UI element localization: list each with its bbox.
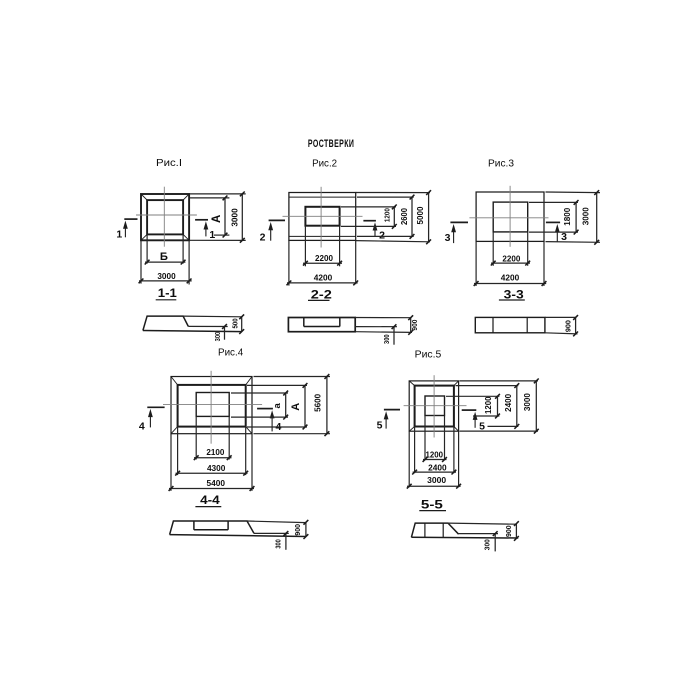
- svg-text:2: 2: [379, 230, 385, 242]
- svg-text:2: 2: [260, 231, 266, 243]
- svg-text:1800: 1800: [562, 207, 572, 225]
- svg-text:2-2: 2-2: [311, 288, 332, 302]
- svg-text:5-5: 5-5: [421, 497, 443, 511]
- svg-text:5400: 5400: [207, 478, 226, 488]
- svg-text:3000: 3000: [157, 271, 176, 281]
- svg-text:900: 900: [293, 524, 302, 536]
- svg-text:4300: 4300: [207, 463, 226, 473]
- svg-text:5000: 5000: [415, 206, 425, 224]
- svg-text:4-4: 4-4: [200, 493, 220, 507]
- svg-text:900: 900: [563, 320, 572, 332]
- svg-text:3: 3: [561, 231, 567, 243]
- svg-text:1: 1: [116, 228, 122, 240]
- svg-text:Рис.2: Рис.2: [312, 159, 337, 170]
- svg-text:3000: 3000: [522, 393, 532, 411]
- svg-text:300: 300: [382, 334, 391, 344]
- svg-text:5: 5: [377, 420, 383, 432]
- svg-text:4200: 4200: [501, 272, 520, 282]
- svg-text:А: А: [290, 403, 302, 411]
- svg-text:2100: 2100: [206, 447, 224, 457]
- svg-text:3: 3: [445, 232, 451, 244]
- svg-text:1: 1: [209, 229, 215, 241]
- svg-text:5: 5: [479, 420, 485, 432]
- svg-text:Рис.3: Рис.3: [488, 159, 514, 170]
- svg-text:Б: Б: [160, 251, 168, 263]
- svg-text:2200: 2200: [315, 253, 333, 263]
- svg-text:2600: 2600: [399, 208, 409, 225]
- svg-text:300: 300: [483, 539, 492, 550]
- svg-text:1200: 1200: [426, 450, 444, 460]
- svg-text:500: 500: [230, 318, 239, 328]
- svg-text:1-1: 1-1: [158, 286, 177, 300]
- svg-text:РОСТВЕРКИ: РОСТВЕРКИ: [308, 138, 354, 150]
- svg-text:5600: 5600: [312, 394, 322, 412]
- svg-text:4200: 4200: [314, 272, 333, 282]
- svg-text:Рис.I: Рис.I: [156, 158, 182, 169]
- svg-text:4: 4: [139, 421, 145, 433]
- svg-text:3000: 3000: [230, 208, 240, 227]
- svg-text:а: а: [272, 402, 283, 408]
- svg-text:2400: 2400: [428, 463, 447, 473]
- svg-text:300: 300: [213, 332, 222, 342]
- svg-text:3-3: 3-3: [504, 288, 524, 302]
- svg-text:300: 300: [274, 539, 283, 548]
- svg-text:А: А: [211, 215, 223, 223]
- svg-text:900: 900: [410, 320, 419, 331]
- svg-text:2400: 2400: [503, 394, 513, 412]
- svg-text:3000: 3000: [581, 207, 591, 225]
- svg-text:Рис.4: Рис.4: [218, 348, 244, 359]
- svg-text:900: 900: [504, 525, 513, 537]
- svg-text:1200: 1200: [382, 208, 391, 222]
- svg-text:3000: 3000: [427, 475, 446, 485]
- svg-text:2200: 2200: [502, 253, 520, 263]
- svg-text:1200: 1200: [483, 396, 493, 414]
- svg-text:Рис.5: Рис.5: [415, 349, 442, 360]
